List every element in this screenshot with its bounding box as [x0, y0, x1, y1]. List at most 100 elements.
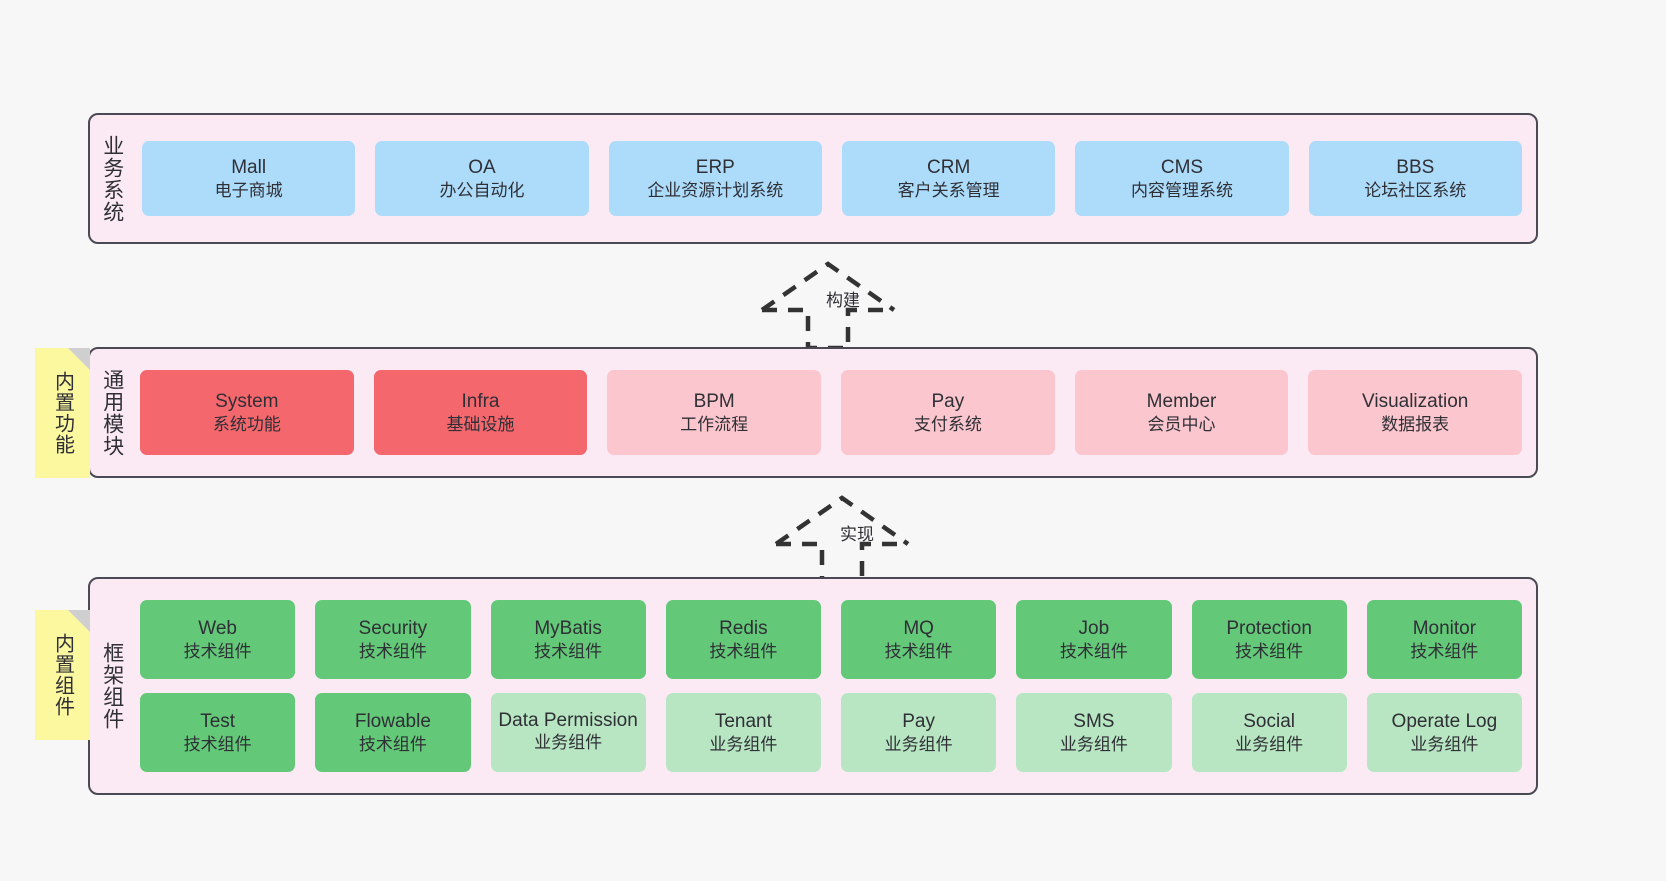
- card-title: Operate Log: [1391, 711, 1498, 732]
- card-title: Pay: [931, 391, 965, 412]
- card-visualization[interactable]: Visualization 数据报表: [1308, 370, 1523, 455]
- card-title: Social: [1243, 711, 1295, 732]
- card-title: Security: [358, 618, 428, 639]
- card-subtitle: 基础设施: [446, 414, 515, 434]
- card-flowable[interactable]: Flowable 技术组件: [315, 693, 471, 772]
- card-subtitle: 工作流程: [680, 414, 749, 434]
- card-subtitle: 业务组件: [1059, 734, 1128, 754]
- card-mq[interactable]: MQ 技术组件: [841, 600, 997, 679]
- card-crm[interactable]: CRM 客户关系管理: [841, 141, 1056, 216]
- card-subtitle: 技术组件: [358, 641, 427, 661]
- card-social[interactable]: Social 业务组件: [1191, 693, 1347, 772]
- card-subtitle: 办公自动化: [439, 180, 525, 200]
- card-row: System 系统功能 Infra 基础设施 BPM 工作流程 Pay 支付系统…: [140, 370, 1523, 455]
- card-title: Tenant: [714, 711, 772, 732]
- card-oa[interactable]: OA 办公自动化: [375, 141, 589, 216]
- card-title: Visualization: [1362, 391, 1469, 412]
- card-cms[interactable]: CMS 内容管理系统: [1075, 141, 1289, 216]
- card-title: Data Permission: [498, 710, 638, 732]
- arrow-build: 构建: [758, 258, 898, 351]
- card-title: Web: [198, 618, 237, 639]
- card-subtitle: 技术组件: [183, 641, 252, 661]
- card-pay[interactable]: Pay 支付系统: [841, 370, 1055, 455]
- card-mall[interactable]: Mall 电子商城: [142, 141, 356, 216]
- card-erp[interactable]: ERP 企业资源计划系统: [608, 141, 822, 216]
- card-test[interactable]: Test 技术组件: [140, 693, 296, 772]
- folded-corner-icon: [68, 610, 90, 632]
- card-subtitle: 论坛社区系统: [1364, 180, 1467, 200]
- card-data-permission[interactable]: Data Permission 业务组件: [490, 693, 646, 772]
- folded-corner-icon: [68, 348, 90, 370]
- card-monitor[interactable]: Monitor 技术组件: [1366, 600, 1522, 679]
- card-subtitle: 技术组件: [534, 641, 603, 661]
- card-title: Member: [1146, 391, 1217, 412]
- card-subtitle: 业务组件: [1410, 734, 1479, 754]
- card-subtitle: 业务组件: [709, 734, 778, 754]
- card-row: Mall 电子商城 OA 办公自动化 ERP 企业资源计划系统 CRM 客户关系…: [142, 141, 1522, 216]
- card-subtitle: 业务组件: [884, 734, 953, 754]
- card-subtitle: 业务组件: [534, 733, 603, 753]
- card-subtitle: 技术组件: [183, 734, 252, 754]
- card-web[interactable]: Web 技术组件: [140, 600, 296, 679]
- card-tenant[interactable]: Tenant 业务组件: [665, 693, 821, 772]
- sticky-note-label: 内置组件: [51, 633, 74, 717]
- arrow-build-label: 构建: [826, 291, 860, 310]
- card-title: CMS: [1160, 157, 1204, 178]
- card-row: Web 技术组件 Security 技术组件 MyBatis 技术组件 Redi…: [140, 600, 1522, 679]
- card-bpm[interactable]: BPM 工作流程: [607, 370, 822, 455]
- card-subtitle: 数据报表: [1381, 414, 1450, 434]
- layer-body-modules: System 系统功能 Infra 基础设施 BPM 工作流程 Pay 支付系统…: [134, 349, 1536, 476]
- card-title: BPM: [693, 391, 735, 412]
- card-subtitle: 技术组件: [709, 641, 778, 661]
- card-subtitle: 系统功能: [212, 414, 281, 434]
- layer-framework-components: 框架组件 Web 技术组件 Security 技术组件 MyBatis 技术组件…: [88, 577, 1538, 795]
- layer-business-systems: 业务系统 Mall 电子商城 OA 办公自动化 ERP 企业资源计划系统 CRM…: [88, 113, 1538, 244]
- card-system[interactable]: System 系统功能: [140, 370, 354, 455]
- card-subtitle: 业务组件: [1235, 734, 1304, 754]
- card-security[interactable]: Security 技术组件: [315, 600, 471, 679]
- card-title: Redis: [719, 618, 768, 639]
- card-title: System: [215, 391, 279, 412]
- card-title: SMS: [1073, 711, 1115, 732]
- card-mybatis[interactable]: MyBatis 技术组件: [490, 600, 646, 679]
- card-title: BBS: [1396, 157, 1435, 178]
- card-subtitle: 内容管理系统: [1130, 180, 1233, 200]
- card-title: Test: [200, 711, 236, 732]
- card-subtitle: 技术组件: [358, 734, 427, 754]
- card-pay-component[interactable]: Pay 业务组件: [841, 693, 997, 772]
- card-sms[interactable]: SMS 业务组件: [1016, 693, 1172, 772]
- card-subtitle: 会员中心: [1147, 414, 1216, 434]
- card-title: OA: [468, 157, 496, 178]
- card-title: ERP: [695, 157, 735, 178]
- card-protection[interactable]: Protection 技术组件: [1191, 600, 1347, 679]
- card-bbs[interactable]: BBS 论坛社区系统: [1308, 141, 1522, 216]
- card-subtitle: 电子商城: [214, 180, 283, 200]
- layer-body-framework: Web 技术组件 Security 技术组件 MyBatis 技术组件 Redi…: [134, 579, 1536, 793]
- layer-title-framework: 框架组件: [100, 642, 124, 730]
- card-subtitle: 企业资源计划系统: [647, 180, 784, 200]
- card-operate-log[interactable]: Operate Log 业务组件: [1366, 693, 1522, 772]
- card-row: Test 技术组件 Flowable 技术组件 Data Permission …: [140, 693, 1522, 772]
- card-subtitle: 支付系统: [913, 414, 982, 434]
- arrow-implement-label: 实现: [840, 525, 874, 544]
- sticky-note-builtin-function: 内置功能: [35, 348, 90, 478]
- card-title: MQ: [903, 618, 934, 639]
- card-title: MyBatis: [534, 618, 602, 639]
- card-title: Monitor: [1412, 618, 1477, 639]
- card-job[interactable]: Job 技术组件: [1016, 600, 1172, 679]
- card-subtitle: 技术组件: [1235, 641, 1304, 661]
- card-member[interactable]: Member 会员中心: [1074, 370, 1289, 455]
- card-subtitle: 技术组件: [884, 641, 953, 661]
- card-title: Pay: [902, 711, 935, 732]
- card-subtitle: 技术组件: [1410, 641, 1479, 661]
- card-redis[interactable]: Redis 技术组件: [665, 600, 821, 679]
- card-title: Flowable: [354, 711, 431, 732]
- card-subtitle: 技术组件: [1059, 641, 1128, 661]
- card-title: CRM: [927, 157, 971, 178]
- card-infra[interactable]: Infra 基础设施: [373, 370, 588, 455]
- sticky-note-label: 内置功能: [51, 371, 74, 455]
- layer-title-business: 业务系统: [100, 134, 124, 223]
- layer-body-business: Mall 电子商城 OA 办公自动化 ERP 企业资源计划系统 CRM 客户关系…: [134, 115, 1536, 242]
- card-subtitle: 客户关系管理: [897, 180, 1000, 200]
